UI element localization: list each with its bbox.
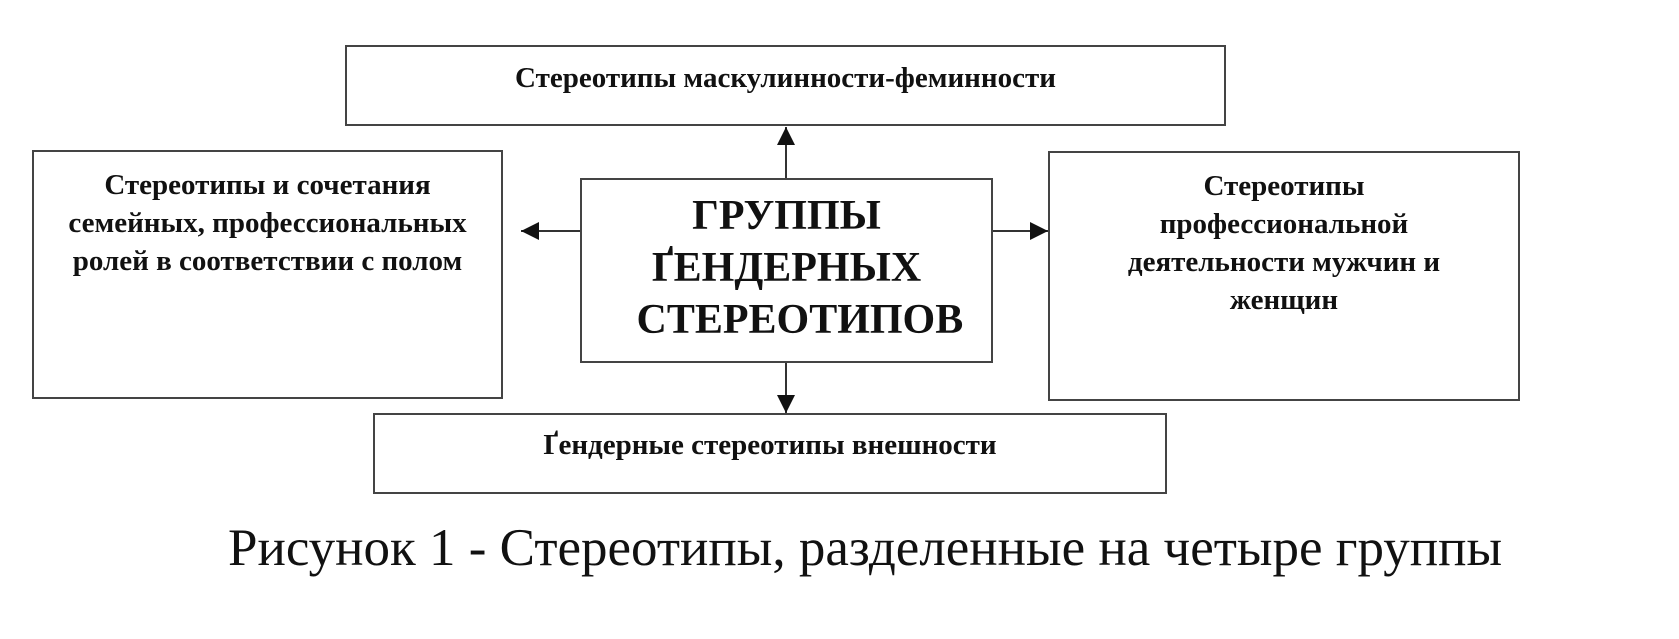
box-professional-activity: Стереотипы профессиональной деятельности… <box>1048 151 1520 401</box>
box-center-label: ГРУППЫ ҐЕНДЕРНЫХ СТЕРЕОТИПОВ <box>636 193 964 343</box>
box-right-label: Стереотипы профессиональной деятельности… <box>1127 170 1441 316</box>
box-family-professional-roles: Стереотипы и сочетания семейных, професс… <box>32 150 503 399</box>
box-masculinity-femininity: Стереотипы маскулинности-феминности <box>345 45 1226 126</box>
box-appearance: Ґендерные стереотипы внешности <box>373 413 1167 494</box>
box-bottom-label: Ґендерные стереотипы внешности <box>543 429 997 461</box>
box-center-groups: ГРУППЫ ҐЕНДЕРНЫХ СТЕРЕОТИПОВ <box>580 178 993 363</box>
figure-caption: Рисунок 1 - Стереотипы, разделенные на ч… <box>228 519 1503 577</box>
box-top-label: Стереотипы маскулинности-феминности <box>515 62 1056 94</box>
box-left-label: Стереотипы и сочетания семейных, професс… <box>68 169 467 277</box>
